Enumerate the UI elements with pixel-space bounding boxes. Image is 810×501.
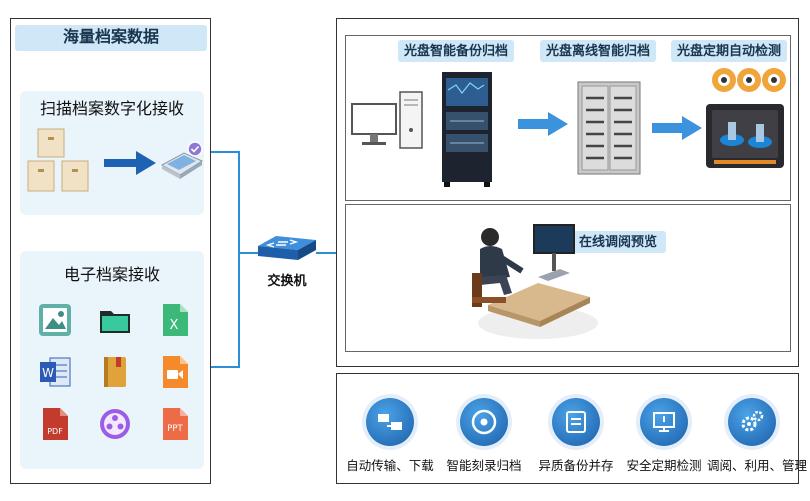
archive-box-icon [552,398,600,446]
monitor-check-icon [640,398,688,446]
arrow-right-icon [652,116,702,140]
preview-label: 在线调阅预览 [570,231,666,253]
discs-icon [712,68,786,92]
media-file-icon [100,409,130,439]
image-file-icon [39,304,71,336]
ppt-file-icon: PPT [163,408,188,440]
disc-checker-machine-icon [706,104,784,168]
features-panel: 自动传输、下载 智能刻录归档 异质备份并存 安全定期检测 调阅、利用、管理 [336,373,808,484]
computer-icon [351,91,423,149]
feature-label: 调阅、利用、管理 [707,459,808,473]
svg-text:X: X [170,318,179,333]
scan-section-title: 扫描档案数字化接收 [39,101,184,118]
connector-to-right [316,252,338,254]
feature-safety-check: 安全定期检测 [619,398,709,474]
video-file-icon [163,356,188,388]
backup-subpanel: 光盘智能备份归档 光盘离线智能归档 光盘定期自动检测 [345,35,791,201]
svg-text:PDF: PDF [47,427,63,436]
archive-data-panel: 海量档案数据 扫描档案数字化接收 电子档案接收 [10,18,211,484]
storage-panel: 光盘智能备份归档 光盘离线智能归档 光盘定期自动检测 [336,18,799,367]
server-rack-icon [442,72,492,187]
feature-smart-burn: 智能刻录归档 [439,398,529,474]
feature-auto-transfer: 自动传输、下载 [345,398,435,474]
feature-label: 异质备份并存 [538,459,614,473]
feature-heterogeneous-backup: 异质备份并存 [531,398,621,474]
excel-file-icon: X [163,304,188,336]
transfer-icon [366,398,414,446]
connector-electronic [211,366,240,368]
archive-data-title: 海量档案数据 [15,25,207,51]
network-switch-icon [258,236,316,260]
pdf-file-icon: PDF [43,408,68,440]
step2-label: 光盘离线智能归档 [540,40,656,62]
feature-label: 自动传输、下载 [346,459,434,473]
user-at-desk-illustration [472,224,598,339]
electronic-section-title: 电子档案接收 [63,267,160,284]
svg-text:W: W [42,366,54,380]
step1-label: 光盘智能备份归档 [398,40,514,62]
disc-cabinet-icon [577,81,641,175]
connector-to-switch [240,252,262,254]
arrow-right-icon [104,151,156,175]
book-file-icon [104,357,126,387]
feature-label: 智能刻录归档 [446,459,522,473]
step3-label: 光盘定期自动检测 [671,40,787,62]
word-file-icon: W [40,357,71,387]
folder-icon [100,311,130,333]
archive-boxes-icon [27,128,89,192]
electronic-section: 电子档案接收 X W [20,251,204,469]
feature-access-manage: 调阅、利用、管理 [707,398,808,474]
scanner-icon [160,141,204,179]
arrow-right-icon [518,112,568,136]
disc-icon [460,398,508,446]
scan-section: 扫描档案数字化接收 [20,91,204,215]
svg-text:PPT: PPT [167,424,183,434]
connector-scan [211,151,240,153]
gears-icon [728,398,776,446]
preview-subpanel: 在线调阅预览 [345,204,791,352]
switch-label: 交换机 [267,273,307,288]
connector-vertical-left [238,151,240,368]
feature-label: 安全定期检测 [626,459,702,473]
